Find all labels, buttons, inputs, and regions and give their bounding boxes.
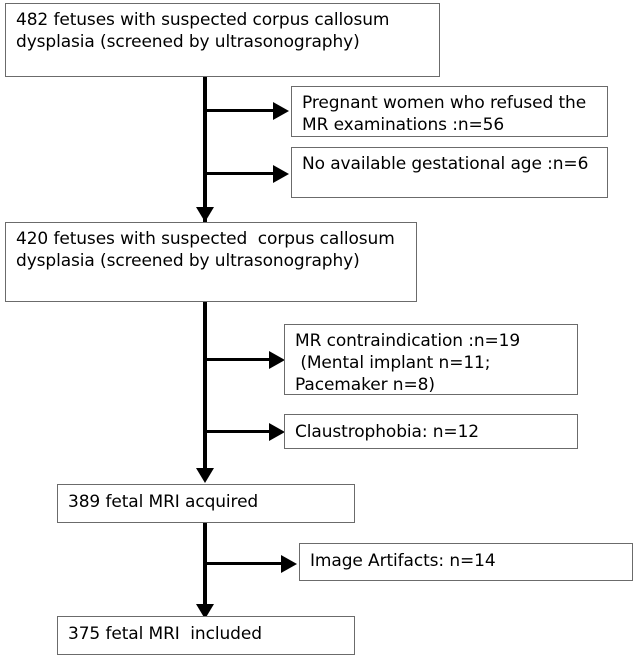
branch-line-refused-mr (203, 109, 275, 112)
branch-arrow-no-gestational-age (273, 165, 289, 183)
node-included-375: 375 fetal MRI included (57, 616, 355, 655)
branch-line-claustrophobia (203, 430, 271, 433)
trunk-arrow-into-420 (196, 207, 214, 222)
trunk-line-segment-3 (203, 522, 207, 610)
branch-arrow-mr-contraindication (269, 351, 285, 369)
node-no-gestational-age: No available gestational age :n=6 (291, 147, 608, 198)
branch-line-image-artifacts (203, 562, 283, 565)
node-refused-mr: Pregnant women who refused the MR examin… (291, 86, 608, 137)
trunk-line-segment-1 (203, 76, 207, 224)
node-image-artifacts: Image Artifacts: n=14 (299, 543, 633, 581)
trunk-line-segment-2 (203, 301, 207, 471)
branch-line-no-gestational-age (203, 172, 275, 175)
trunk-arrow-into-375 (196, 604, 214, 619)
branch-line-mr-contraindication (203, 358, 271, 361)
node-screened-420: 420 fetuses with suspected corpus callos… (5, 222, 417, 302)
node-screened-482: 482 fetuses with suspected corpus callos… (5, 3, 440, 77)
branch-arrow-refused-mr (273, 102, 289, 120)
node-acquired-389: 389 fetal MRI acquired (57, 484, 355, 523)
node-mr-contraindication: MR contraindication :n=19 (Mental implan… (284, 324, 578, 395)
node-claustrophobia: Claustrophobia: n=12 (284, 414, 578, 449)
branch-arrow-claustrophobia (269, 423, 285, 441)
branch-arrow-image-artifacts (281, 555, 297, 573)
trunk-arrow-into-389 (196, 468, 214, 483)
